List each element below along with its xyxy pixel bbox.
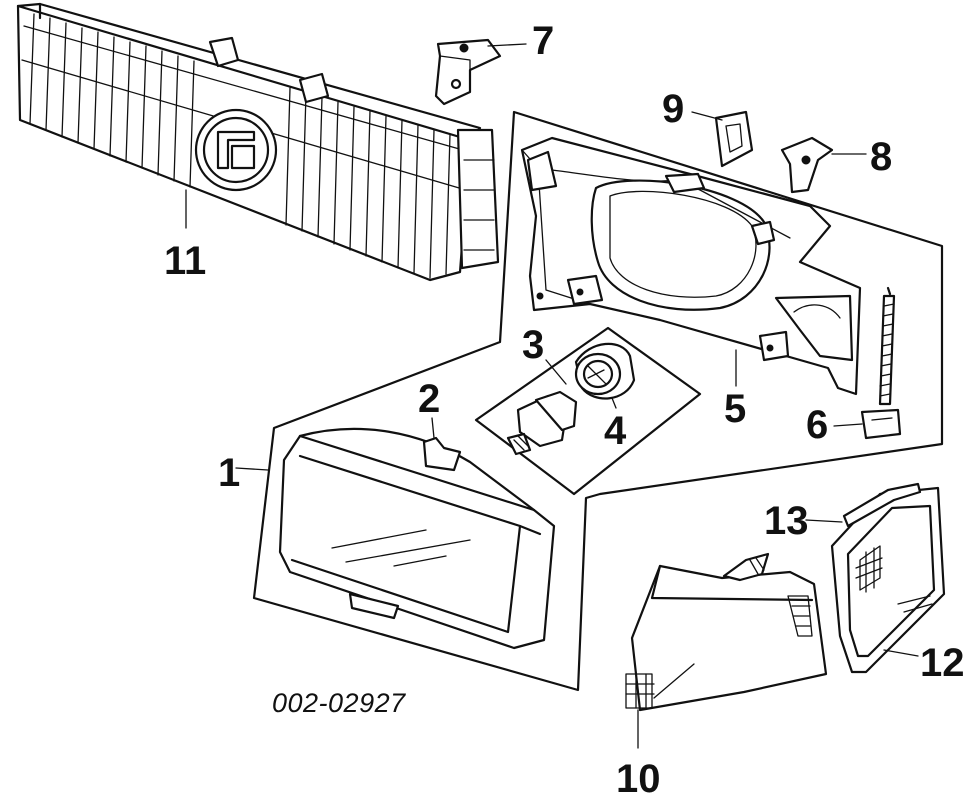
bracket-7 (434, 38, 527, 106)
leader-9 (691, 111, 723, 121)
grille-mount-brackets (208, 36, 500, 270)
grille-emblem (194, 108, 278, 192)
diagram-code: 002-02927 (272, 688, 406, 718)
leader-4 (611, 397, 617, 409)
assembly-outline-bulb (474, 326, 702, 496)
adjuster-screw (833, 286, 902, 440)
callout-7: 7 (532, 19, 554, 63)
headlamp-lens-assembly (235, 427, 556, 650)
callout-12: 12 (920, 641, 965, 685)
callout-1: 1 (218, 451, 240, 495)
assembly-outline-housing (252, 110, 944, 692)
leader-7 (487, 43, 527, 47)
callout-10: 10 (616, 757, 661, 801)
clip-9 (691, 110, 754, 168)
callout-9: 9 (662, 87, 684, 131)
callout-5: 5 (724, 387, 746, 431)
leader-1 (235, 467, 269, 471)
callout-13: 13 (764, 499, 809, 543)
callout-4: 4 (604, 409, 627, 453)
callout-6: 6 (806, 403, 828, 447)
retaining-ring (574, 342, 636, 409)
park-lamp (625, 552, 828, 749)
callout-3: 3 (522, 323, 544, 367)
grille-slats (21, 13, 471, 279)
bulb-part (506, 359, 578, 456)
marker-gasket (805, 482, 922, 528)
headlamp-housing (520, 136, 862, 396)
grille-part (16, 2, 500, 282)
leader-12 (883, 649, 919, 657)
leader-13 (805, 519, 843, 523)
callout-2: 2 (418, 377, 440, 421)
leader-6 (833, 423, 863, 427)
callout-11: 11 (164, 239, 206, 283)
leader-3 (545, 359, 567, 385)
clip-8 (780, 136, 867, 194)
side-marker-lamp (830, 486, 946, 674)
clip-2 (422, 417, 462, 472)
callout-8: 8 (870, 135, 892, 179)
